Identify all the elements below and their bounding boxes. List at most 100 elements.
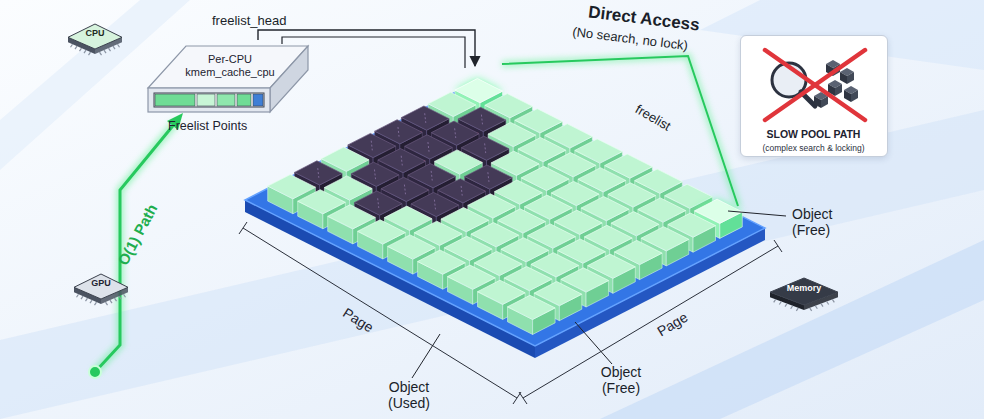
- chip-pin: [774, 299, 776, 302]
- cpu-chip-outline: [66, 22, 124, 56]
- cube-top: [298, 190, 346, 214]
- cube-top: [508, 295, 556, 319]
- cube-circuit: [461, 186, 462, 196]
- pointer-line: [282, 37, 465, 68]
- cube-circuit: [374, 169, 375, 179]
- chip-pin: [118, 44, 120, 47]
- mini-cube: [847, 72, 854, 84]
- chip-pin: [95, 302, 97, 305]
- box-front-face: [148, 88, 270, 112]
- cube-circuit: [488, 172, 489, 182]
- chip-label: CPU: [66, 28, 124, 38]
- chip-pin: [810, 308, 812, 311]
- cube-circuit: [425, 113, 426, 123]
- chip-label: Memory: [768, 283, 840, 293]
- cube-circuit: [371, 141, 372, 151]
- chip-pin: [106, 302, 108, 305]
- cube-top: [478, 280, 526, 304]
- cube-circuit: [318, 168, 319, 178]
- object-callout: Object (Used): [378, 379, 440, 411]
- fast-path-line: [95, 122, 176, 372]
- cube-top: [268, 175, 316, 199]
- freelist-slot: [217, 94, 235, 106]
- chip-pin: [109, 48, 111, 51]
- chip-pin: [815, 306, 817, 309]
- chip-pin: [119, 296, 121, 299]
- memory-chip: Memory: [768, 276, 840, 312]
- gpu-chip: GPU: [72, 272, 130, 306]
- cube-top: [358, 220, 406, 244]
- slow-path-card: SLOW POOL PATH (complex search & locking): [740, 35, 888, 157]
- cube-circuit: [398, 127, 399, 137]
- mini-cube: [821, 96, 828, 108]
- light-band: [600, 240, 984, 419]
- chip-pin: [71, 44, 73, 47]
- slab-top: [245, 82, 765, 346]
- chip-pin: [75, 46, 77, 49]
- mini-cube: [851, 90, 858, 102]
- chip-pin: [124, 294, 126, 297]
- chip-pin: [110, 300, 112, 303]
- cube-top: [418, 250, 466, 274]
- cube-circuit: [481, 115, 482, 125]
- slab-side: [535, 228, 765, 358]
- path-start-dot: [89, 366, 101, 378]
- cpu-chip: CPU: [66, 22, 124, 56]
- card-title: SLOW POOL PATH: [741, 128, 886, 140]
- freelist-chain-line: [502, 56, 738, 206]
- object-callout: Object (Free): [792, 206, 854, 238]
- chip-pin: [821, 304, 823, 307]
- page-label: Page: [340, 305, 376, 336]
- cube-circuit: [401, 156, 402, 166]
- slab-page: Page Page: [240, 66, 770, 378]
- card-subtitle: (complex search & locking): [741, 143, 886, 153]
- chip-pin: [779, 301, 781, 304]
- mini-cube: [844, 90, 851, 102]
- gpu-chip-outline: [72, 272, 130, 306]
- chip-pin: [113, 46, 115, 49]
- chip-pin: [785, 304, 787, 307]
- slot-strip: [154, 93, 264, 107]
- chip-pin: [80, 48, 82, 51]
- chip-pin: [84, 50, 86, 53]
- cube-top: [448, 265, 496, 289]
- object-callout: Object (Free): [590, 364, 652, 396]
- mini-cube: [835, 84, 842, 96]
- page-label: Page: [654, 309, 690, 340]
- cube-top: [328, 205, 376, 229]
- chip-pin: [827, 301, 829, 304]
- slab-page-outline: [240, 66, 770, 378]
- chip-pin: [89, 52, 91, 55]
- slab-side: [245, 200, 535, 358]
- cross-mark: [765, 50, 865, 120]
- freelist-slot: [155, 94, 195, 106]
- cube-circuit: [428, 142, 429, 152]
- chip-pin: [115, 298, 117, 301]
- freelist-slot: [197, 94, 215, 106]
- chip-pin: [77, 294, 79, 297]
- connector-label: freelist_head: [212, 13, 286, 28]
- freelist-slot: [237, 94, 251, 106]
- cube-circuit: [431, 171, 432, 181]
- chip-pin: [81, 296, 83, 299]
- chip-pin: [104, 50, 106, 53]
- mini-cube: [814, 96, 821, 108]
- memory-chip-outline: [768, 276, 840, 312]
- chip-pin: [791, 306, 793, 309]
- per-cpu-cache-box: Per-CPU kmem_cache_cpuFreelist Points: [148, 40, 310, 140]
- cube-circuit: [378, 198, 379, 208]
- chip-label: GPU: [72, 278, 130, 288]
- leader-line: [412, 334, 440, 378]
- box-caption: Freelist Points: [168, 119, 247, 133]
- cube-top: [388, 235, 436, 259]
- cube-circuit: [404, 185, 405, 195]
- freelist-slot: [253, 94, 263, 106]
- mini-cube: [840, 72, 847, 84]
- chip-pin: [832, 299, 834, 302]
- path-glow: [95, 122, 176, 372]
- cube-circuit: [485, 143, 486, 153]
- cross-mark: [765, 50, 865, 120]
- cube-circuit: [455, 128, 456, 138]
